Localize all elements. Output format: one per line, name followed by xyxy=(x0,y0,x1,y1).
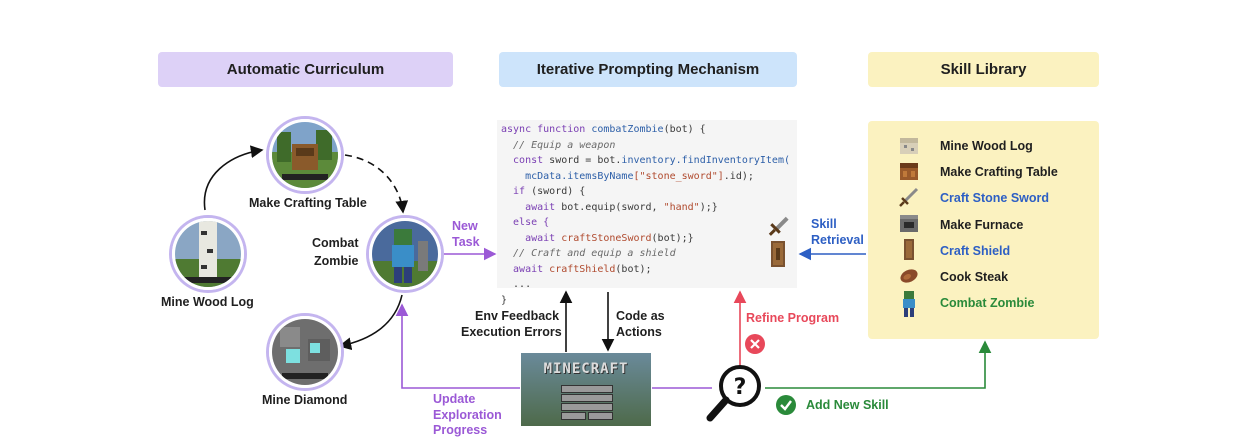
skill-make-furnace: Make Furnace xyxy=(940,218,1024,232)
code-line: else { xyxy=(501,217,550,228)
wood-log-icon xyxy=(900,138,918,154)
skill-craft-shield: Craft Shield xyxy=(940,244,1011,258)
label-code-as-1: Code as xyxy=(616,309,665,323)
label-update-1: Update xyxy=(433,392,476,406)
node-combat-zombie-image xyxy=(369,218,441,290)
label-mine-diamond: Mine Diamond xyxy=(262,393,348,407)
code-line: await craftShield(bot); xyxy=(501,263,652,275)
label-update-3: Progress xyxy=(433,423,488,437)
skill-mine-wood-log: Mine Wood Log xyxy=(940,139,1033,153)
skill-cook-steak: Cook Steak xyxy=(940,270,1009,284)
steak-icon xyxy=(900,269,918,283)
label-make-crafting-table: Make Crafting Table xyxy=(249,196,367,210)
arrow-update-progress xyxy=(395,303,520,389)
code-line: await craftStoneSword(bot);} xyxy=(501,232,694,244)
skill-craft-stone-sword: Craft Stone Sword xyxy=(940,191,1050,205)
code-line: await bot.equip(sword, "hand");} xyxy=(501,201,718,213)
minecraft-logo: MINECRAFT xyxy=(543,361,629,377)
label-skill-retrieval-2: Retrieval xyxy=(811,233,864,247)
label-add-new-skill: Add New Skill xyxy=(806,398,889,412)
magnifier-icon: ? xyxy=(706,365,761,422)
header-automatic-curriculum: Automatic Curriculum xyxy=(158,52,453,87)
skill-combat-zombie: Combat Zombie xyxy=(940,296,1035,310)
label-env-feedback-1: Env Feedback xyxy=(475,309,560,323)
arrow-add-new-skill xyxy=(765,340,992,389)
label-zombie: Zombie xyxy=(314,254,359,268)
error-icon xyxy=(745,334,765,354)
label-new-task-2: Task xyxy=(452,235,480,249)
arrow-wood-to-table xyxy=(203,145,264,211)
check-icon xyxy=(776,395,796,415)
stone-sword-icon xyxy=(899,187,919,207)
code-line: ... xyxy=(501,279,532,290)
label-mine-wood-log: Mine Wood Log xyxy=(161,295,254,309)
arrow-zombie-to-diamond xyxy=(338,294,403,351)
furnace-icon xyxy=(900,215,918,232)
svg-text:?: ? xyxy=(734,375,747,400)
header-iterative-prompting: Iterative Prompting Mechanism xyxy=(499,52,797,87)
label-skill-retrieval-1: Skill xyxy=(811,217,837,231)
header-skill-library: Skill Library xyxy=(868,52,1099,87)
node-diamond-image xyxy=(269,316,341,388)
label-new-task-1: New xyxy=(452,219,478,233)
node-wood-log-image xyxy=(172,218,244,290)
code-comment: // Equip a weapon xyxy=(501,139,616,151)
skill-make-crafting-table: Make Crafting Table xyxy=(940,165,1058,179)
label-env-feedback-2: Execution Errors xyxy=(461,325,562,339)
code-line: mcData.itemsByName["stone_sword"].id); xyxy=(501,170,754,182)
code-line: } xyxy=(501,294,508,306)
shield-icon xyxy=(904,239,914,260)
crafting-table-icon xyxy=(900,163,918,180)
label-refine-program: Refine Program xyxy=(746,311,840,325)
node-crafting-table-image xyxy=(269,119,341,191)
shield-icon xyxy=(771,241,785,267)
label-code-as-2: Actions xyxy=(616,325,662,339)
minecraft-environment-screenshot: MINECRAFT xyxy=(521,353,651,426)
code-comment: // Craft and equip a shield xyxy=(501,248,676,259)
label-combat: Combat xyxy=(312,236,359,250)
code-line: if (sword) { xyxy=(501,186,586,197)
skill-library-panel: Mine Wood Log Make Crafting Table Craft … xyxy=(868,121,1099,339)
code-line: async function combatZombie(bot) { xyxy=(501,124,706,135)
zombie-icon xyxy=(903,291,915,317)
code-line: const sword = bot.inventory.findInventor… xyxy=(501,155,790,166)
code-block: async function combatZombie(bot) { // Eq… xyxy=(497,120,797,306)
label-update-2: Exploration xyxy=(433,408,502,422)
sword-icon xyxy=(768,216,789,236)
